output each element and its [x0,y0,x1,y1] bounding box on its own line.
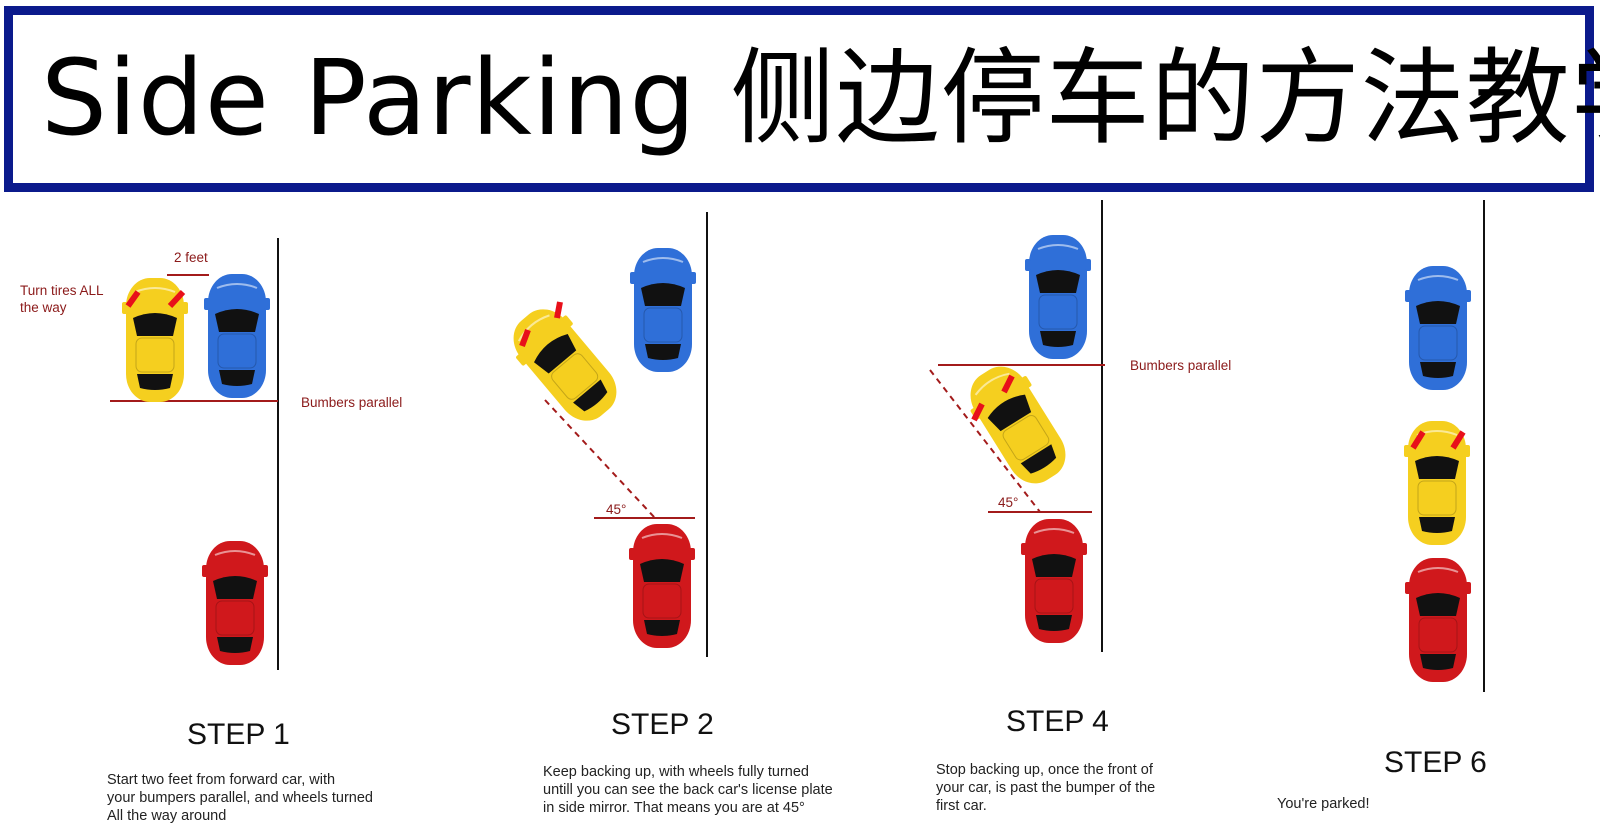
step2-description: Keep backing up, with wheels fully turne… [543,764,833,816]
step6-description: You're parked! [1277,796,1370,812]
annotation-turn-tires: Turn tires ALL the way [20,283,104,315]
red-car-step1 [201,540,269,666]
step4-title: STEP 4 [1006,705,1109,738]
parking-diagram: Turn tires ALL the way 2 feet Bumbers pa… [0,200,1600,839]
step4-description: Stop backing up, once the front of your … [936,762,1156,814]
tire-mark [1001,374,1015,394]
yellow-car-step2 [498,295,632,435]
annotation-bumpers-step4: Bumbers parallel [1130,358,1232,373]
blue-car-step2 [629,247,697,373]
yellow-car-step4 [956,353,1080,497]
annotation-gap: 2 feet [174,250,208,265]
angle-guide-step4 [929,369,1041,513]
tire-mark [125,290,141,308]
angle-guide-step2 [544,399,656,519]
annotation-angle-step4: 45° [998,495,1019,510]
blue-car-step4 [1024,234,1092,360]
step2-title: STEP 2 [611,708,714,741]
blue-car-step1 [203,273,271,399]
tire-mark [167,289,186,309]
red-car-step4 [1020,518,1088,644]
annotation-angle-step2: 45° [606,502,627,517]
step1-description: Start two feet from forward car, with yo… [107,772,373,824]
tire-mark [554,301,563,319]
diagram-canvas [110,200,1485,692]
title-banner: Side Parking 侧边停车的方法教学 [4,6,1600,192]
step1-title: STEP 1 [187,718,290,751]
annotation-bumpers-step1: Bumbers parallel [301,395,403,410]
red-car-step6 [1404,557,1472,683]
red-car-step2 [628,523,696,649]
tire-mark [519,328,531,348]
page-title: Side Parking 侧边停车的方法教学 [41,37,1600,159]
step6-title: STEP 6 [1384,746,1487,779]
blue-car-step6 [1404,265,1472,391]
tire-mark [971,402,985,422]
tire-mark [1450,430,1466,450]
tire-mark [1410,430,1426,450]
